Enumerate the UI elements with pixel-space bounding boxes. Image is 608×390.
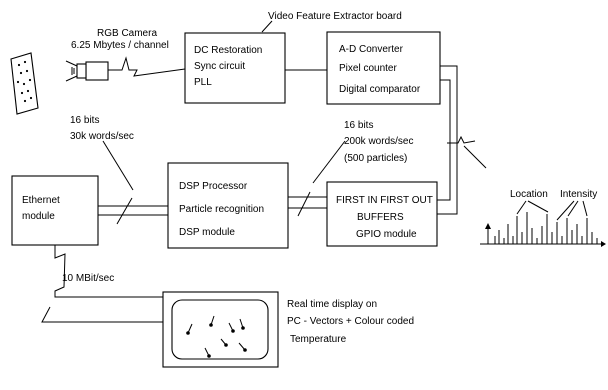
fifo-link-bits: 16 bits bbox=[344, 120, 373, 131]
spectrum-plot bbox=[480, 212, 606, 247]
spectrum-location-label: Location bbox=[510, 189, 548, 200]
dsp-link-rate: 30k words/sec bbox=[70, 131, 134, 142]
fifo-box-line-3: GPIO module bbox=[356, 229, 417, 240]
fifo-box-line-2: BUFFERS bbox=[357, 212, 404, 223]
dsp-link-bits: 16 bits bbox=[70, 115, 99, 126]
dc-restoration-box bbox=[184, 32, 286, 104]
fifo-buffers-box bbox=[326, 181, 438, 247]
display-caption-line-3: Temperature bbox=[290, 334, 347, 345]
particle-vectors-display bbox=[186, 315, 247, 358]
dsp-processor-box bbox=[167, 162, 289, 249]
ad-box-line-1: A-D Converter bbox=[339, 44, 404, 55]
ad-box-line-2: Pixel counter bbox=[339, 63, 397, 74]
ethernet-link-rate: 10 MBit/sec bbox=[62, 273, 114, 284]
display-caption-line-2: PC - Vectors + Colour coded bbox=[287, 316, 414, 327]
camera-icon bbox=[65, 60, 109, 82]
fifo-link-rate: 200k words/sec bbox=[344, 136, 413, 147]
camera-cable bbox=[108, 56, 186, 77]
ad-box-line-3: Digital comparator bbox=[339, 84, 421, 95]
fifo-link-note: (500 particles) bbox=[344, 153, 407, 164]
display-caption-line-1: Real time display on bbox=[287, 299, 377, 310]
fifo-box-line-1: FIRST IN FIRST OUT bbox=[336, 195, 433, 206]
ethernet-box-line-1: Ethernet bbox=[22, 195, 60, 206]
dsp-box-line-2: Particle recognition bbox=[179, 204, 264, 215]
dsp-box-line-3: DSP module bbox=[179, 227, 235, 238]
target-image-icon bbox=[10, 52, 39, 115]
ethernet-module-box bbox=[11, 175, 99, 246]
dc-box-line-1: DC Restoration bbox=[194, 45, 262, 56]
ethernet-to-display-link bbox=[41, 245, 165, 323]
ethernet-to-dsp-bus bbox=[98, 140, 168, 225]
dsp-to-fifo-bus bbox=[288, 140, 346, 217]
camera-label: RGB Camera bbox=[97, 28, 157, 39]
spectrum-callout-lines bbox=[516, 200, 588, 221]
board-title-pointer bbox=[261, 20, 273, 33]
fifo-stream-break bbox=[447, 135, 487, 169]
ad-to-fifo-bus bbox=[437, 65, 458, 215]
spectrum-intensity-label: Intensity bbox=[560, 189, 597, 200]
dsp-box-line-1: DSP Processor bbox=[179, 181, 248, 192]
camera-rate: 6.25 Mbytes / channel bbox=[71, 40, 169, 51]
ad-converter-box bbox=[326, 31, 441, 105]
ethernet-box-line-2: module bbox=[22, 211, 55, 222]
dc-box-line-2: Sync circuit bbox=[194, 61, 245, 72]
pc-display-monitor bbox=[162, 291, 279, 368]
dc-box-line-3: PLL bbox=[194, 77, 212, 88]
board-title: Video Feature Extractor board bbox=[268, 11, 402, 22]
